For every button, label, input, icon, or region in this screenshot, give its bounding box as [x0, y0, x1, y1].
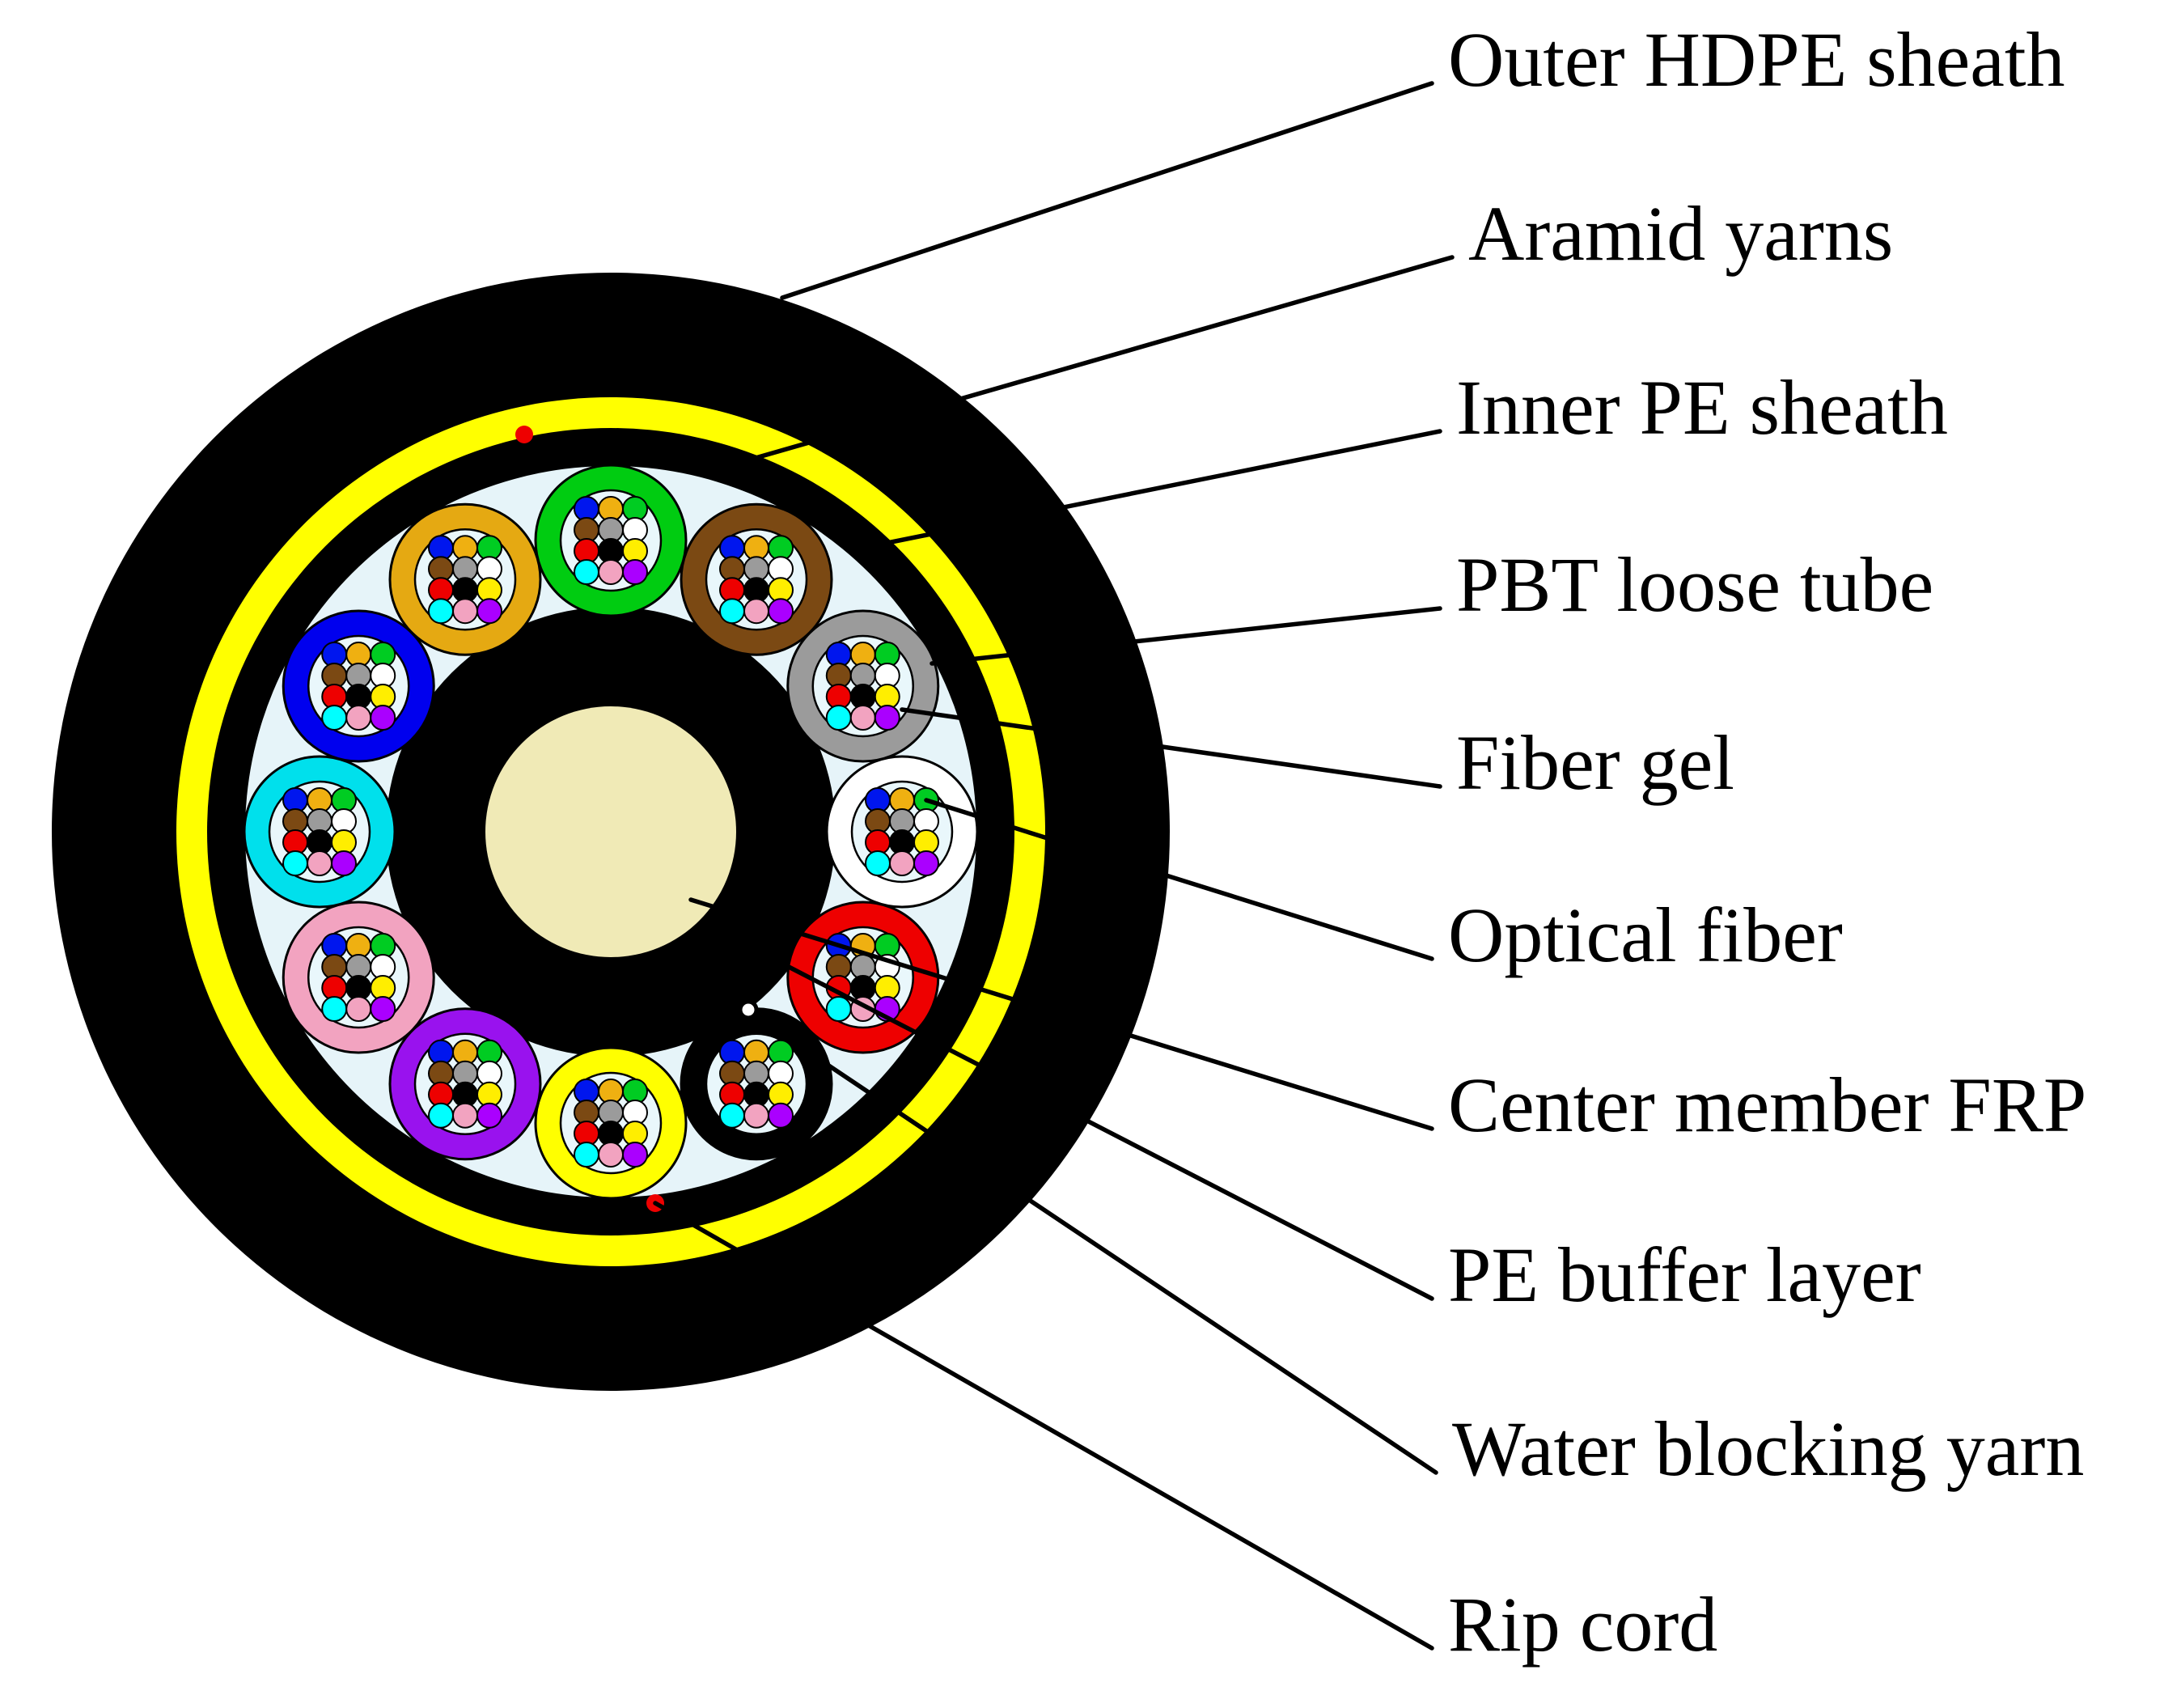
label-line-optical-fiber [924, 798, 1434, 961]
optical-fiber-aqua [428, 598, 454, 625]
optical-fiber-rose [345, 996, 372, 1022]
optical-fiber-violet [476, 598, 502, 625]
water-blocking-marker-icon [738, 999, 759, 1020]
optical-fiber-aqua [321, 705, 348, 731]
optical-fiber-violet [874, 705, 900, 731]
label-fiber-gel: Fiber gel [1456, 719, 1734, 807]
label-rip-cord: Rip cord [1448, 1581, 1718, 1668]
loose-tube-blue [282, 609, 435, 763]
loose-tube-violet [388, 1007, 542, 1161]
label-line-inner-pe-sheath [857, 429, 1442, 551]
loose-tube-rose [282, 901, 435, 1054]
label-outer-hdpe-sheath: Outer HDPE sheath [1448, 16, 2065, 104]
optical-fiber-violet [768, 598, 794, 625]
optical-fiber-aqua [719, 1102, 745, 1129]
optical-fiber-aqua [865, 850, 891, 876]
loose-tube-yellow [534, 1046, 688, 1200]
label-aramid-yarns: Aramid yarns [1468, 190, 1894, 278]
optical-fiber-rose [345, 705, 372, 731]
loose-tube-aqua [243, 755, 396, 909]
optical-fiber-aqua [719, 598, 745, 625]
label-center-member-frp: Center member FRP [1448, 1062, 2087, 1149]
optical-fiber-aqua [428, 1102, 454, 1129]
optical-fiber-violet [476, 1102, 502, 1129]
optical-fiber-aqua [574, 1142, 599, 1168]
label-line-rip-cord [653, 1201, 1434, 1651]
optical-fiber-aqua [321, 996, 348, 1022]
center-member-frp-core [485, 706, 736, 957]
optical-fiber-aqua [825, 705, 852, 731]
label-water-blocking-yarn: Water blocking yarn [1452, 1405, 2085, 1493]
optical-fiber-violet [370, 705, 396, 731]
optical-fiber-aqua [574, 559, 599, 585]
loose-tube-black [680, 1007, 833, 1161]
optical-fiber-rose [743, 1102, 769, 1129]
optical-fiber-violet [913, 850, 939, 876]
optical-fiber-violet [331, 850, 357, 876]
loose-tube-white [825, 755, 979, 909]
label-pe-buffer-layer: PE buffer layer [1448, 1231, 1921, 1319]
label-line-outer-hdpe-sheath [780, 81, 1434, 300]
optical-fiber-rose [598, 559, 624, 585]
optical-fiber-violet [622, 1142, 648, 1168]
label-inner-pe-sheath: Inner PE sheath [1456, 364, 1948, 451]
optical-fiber-rose [743, 598, 769, 625]
optical-fiber-aqua [825, 996, 852, 1022]
loose-tube-slate [786, 609, 940, 763]
rip-cord-dot [515, 426, 533, 443]
optical-fiber-violet [370, 996, 396, 1022]
optical-fiber-rose [849, 705, 876, 731]
label-line-aramid-yarns [747, 255, 1455, 462]
label-line-pe-buffer-layer [786, 964, 1434, 1301]
loose-tube-green [534, 464, 688, 617]
label-pbt-loose-tube: PBT loose tube [1456, 541, 1934, 629]
label-optical-fiber: Optical fiber [1448, 892, 1843, 979]
optical-fiber-aqua [282, 850, 308, 876]
optical-fiber-rose [307, 850, 332, 876]
label-line-water-blocking-yarn [754, 1015, 1438, 1475]
optical-fiber-rose [452, 598, 478, 625]
optical-fiber-violet [768, 1102, 794, 1129]
label-line-pbt-loose-tube [930, 606, 1442, 666]
loose-tube-orange [388, 502, 542, 656]
optical-fiber-rose [598, 1142, 624, 1168]
optical-fiber-rose [452, 1102, 478, 1129]
loose-tube-brown [680, 502, 833, 656]
optical-fiber-rose [889, 850, 915, 876]
label-line-fiber-gel [900, 707, 1442, 789]
label-line-center-member-frp [688, 897, 1434, 1131]
optical-fiber-violet [622, 559, 648, 585]
